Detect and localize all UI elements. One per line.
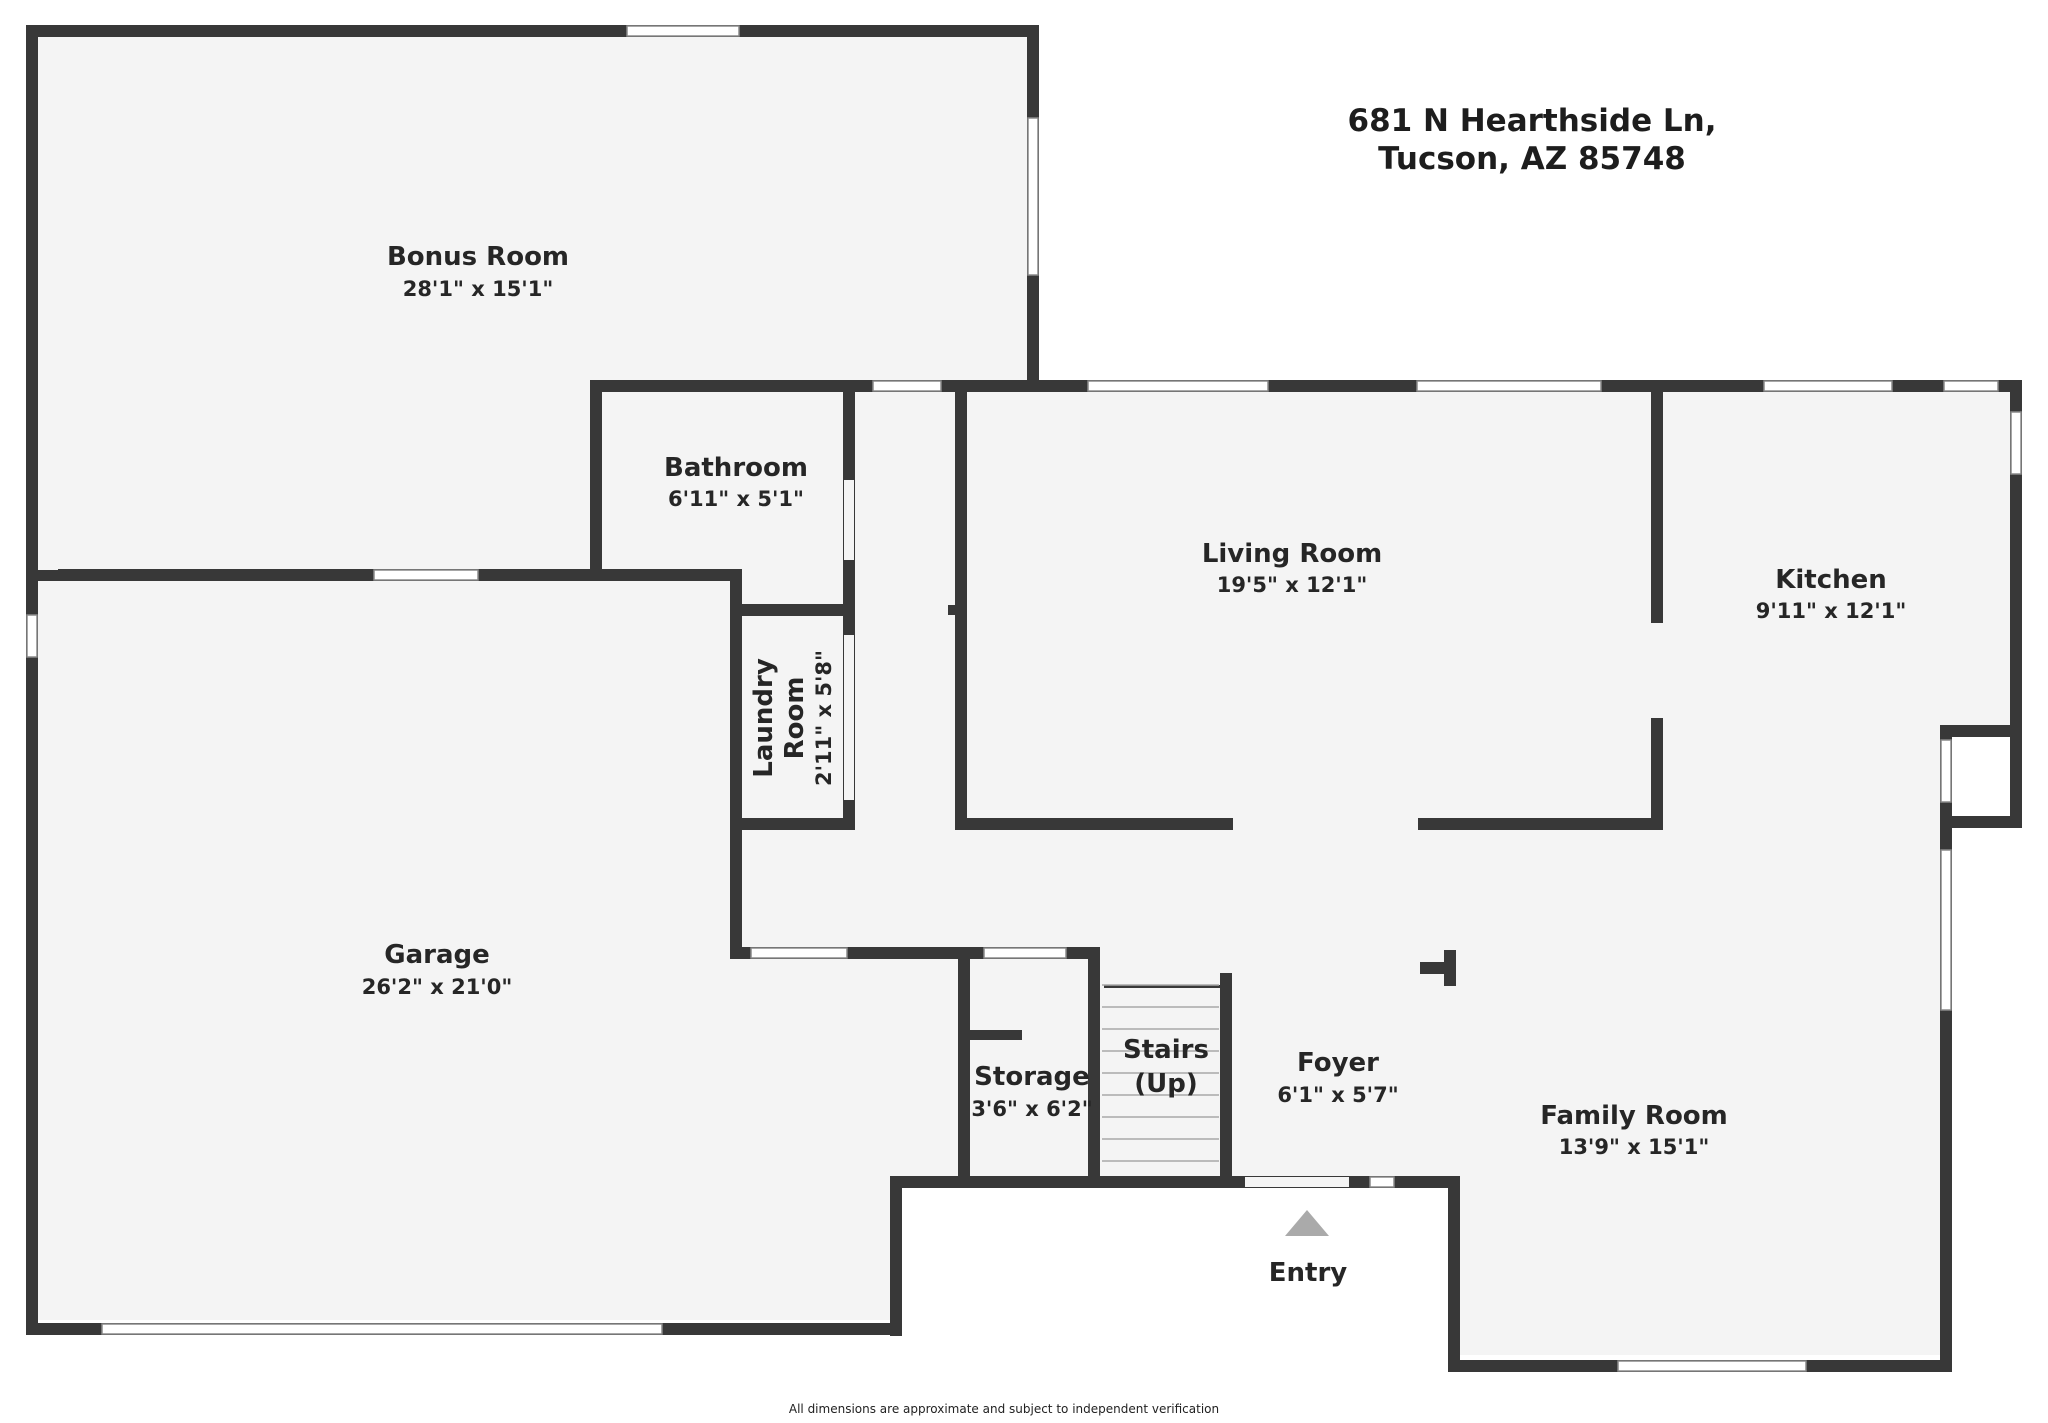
window	[2010, 411, 2022, 475]
window	[1940, 849, 1952, 1011]
door-opening	[844, 635, 854, 800]
entry-arrow-icon	[1285, 1210, 1329, 1236]
kitchen-label: Kitchen	[1775, 565, 1887, 595]
window	[26, 614, 38, 658]
family-room-dims: 13'9" x 15'1"	[1559, 1135, 1710, 1159]
family-room-label: Family Room	[1540, 1101, 1728, 1131]
door-opening	[1652, 623, 1662, 718]
wall	[1940, 725, 1952, 1370]
window	[1087, 380, 1269, 392]
entry-label: Entry	[1269, 1258, 1348, 1288]
wall	[890, 1176, 902, 1336]
living-room-dims: 19'5" x 12'1"	[1217, 573, 1368, 597]
kitchen-dims: 9'11" x 12'1"	[1756, 599, 1907, 623]
wall	[948, 605, 960, 615]
wall	[730, 569, 742, 959]
address-line-1: 681 N Hearthside Ln,	[1348, 103, 1717, 139]
window	[1416, 380, 1602, 392]
living-room-label: Living Room	[1202, 539, 1382, 569]
wall	[590, 380, 2022, 392]
storage-dims: 3'6" x 6'2"	[971, 1097, 1092, 1121]
window	[1027, 117, 1039, 276]
door-opening	[844, 480, 854, 560]
garage-dims: 26'2" x 21'0"	[362, 975, 513, 999]
wall	[1448, 1176, 1460, 1372]
storage-label: Storage	[974, 1062, 1090, 1092]
wall	[1651, 718, 1663, 830]
door-opening	[38, 560, 58, 570]
window	[983, 947, 1067, 959]
door-opening	[1245, 1177, 1349, 1187]
stairs-label-line2: (Up)	[1134, 1069, 1198, 1099]
wall	[1420, 962, 1450, 974]
window	[1763, 380, 1893, 392]
wall	[738, 818, 855, 830]
wall	[1088, 947, 1100, 1187]
window	[101, 1323, 663, 1335]
laundry-room-label-line2: Room	[780, 677, 810, 760]
stairs-label-line1: Stairs	[1123, 1035, 1209, 1065]
disclaimer: All dimensions are approximate and subje…	[789, 1402, 1219, 1416]
bonus-room-dims: 28'1" x 15'1"	[403, 277, 554, 301]
wall	[738, 604, 855, 616]
wall	[962, 1030, 1022, 1040]
wall	[26, 25, 38, 1335]
wall	[1651, 380, 1663, 623]
window	[872, 380, 942, 392]
window	[750, 947, 848, 959]
wall	[1940, 725, 2022, 737]
family-room-floor	[1450, 820, 1950, 1355]
bathroom-dims: 6'11" x 5'1"	[668, 487, 804, 511]
bathroom-label: Bathroom	[664, 453, 808, 483]
kitchen-floor	[1660, 390, 2016, 730]
window	[1617, 1360, 1807, 1372]
windows	[26, 25, 2022, 1372]
bonus-room-label: Bonus Room	[387, 242, 569, 272]
window	[373, 569, 479, 581]
wall	[2010, 725, 2022, 828]
foyer-dims: 6'1" x 5'7"	[1277, 1083, 1398, 1107]
floor-areas	[34, 34, 2016, 1355]
wall	[590, 380, 602, 580]
window	[1369, 1176, 1395, 1188]
wall	[955, 380, 967, 830]
wall	[1940, 816, 2022, 828]
window	[1940, 739, 1952, 803]
laundry-room-dims: 2'11" x 5'8"	[812, 650, 836, 786]
laundry-room-label-group: Laundry Room 2'11" x 5'8"	[749, 650, 836, 786]
wall	[1104, 985, 1220, 988]
wall	[26, 25, 1038, 37]
stairs-steps	[1102, 984, 1219, 1162]
wall	[955, 818, 1233, 830]
window	[626, 25, 740, 37]
laundry-room-label-line1: Laundry	[749, 658, 779, 778]
walls	[26, 25, 2022, 1372]
garage-label: Garage	[384, 940, 490, 970]
wall	[958, 947, 970, 1187]
wall	[1418, 818, 1663, 830]
address-line-2: Tucson, AZ 85748	[1378, 141, 1686, 177]
window	[1943, 380, 1999, 392]
wall	[1220, 973, 1232, 1187]
foyer-label: Foyer	[1297, 1048, 1379, 1078]
door-opening	[1233, 819, 1418, 829]
